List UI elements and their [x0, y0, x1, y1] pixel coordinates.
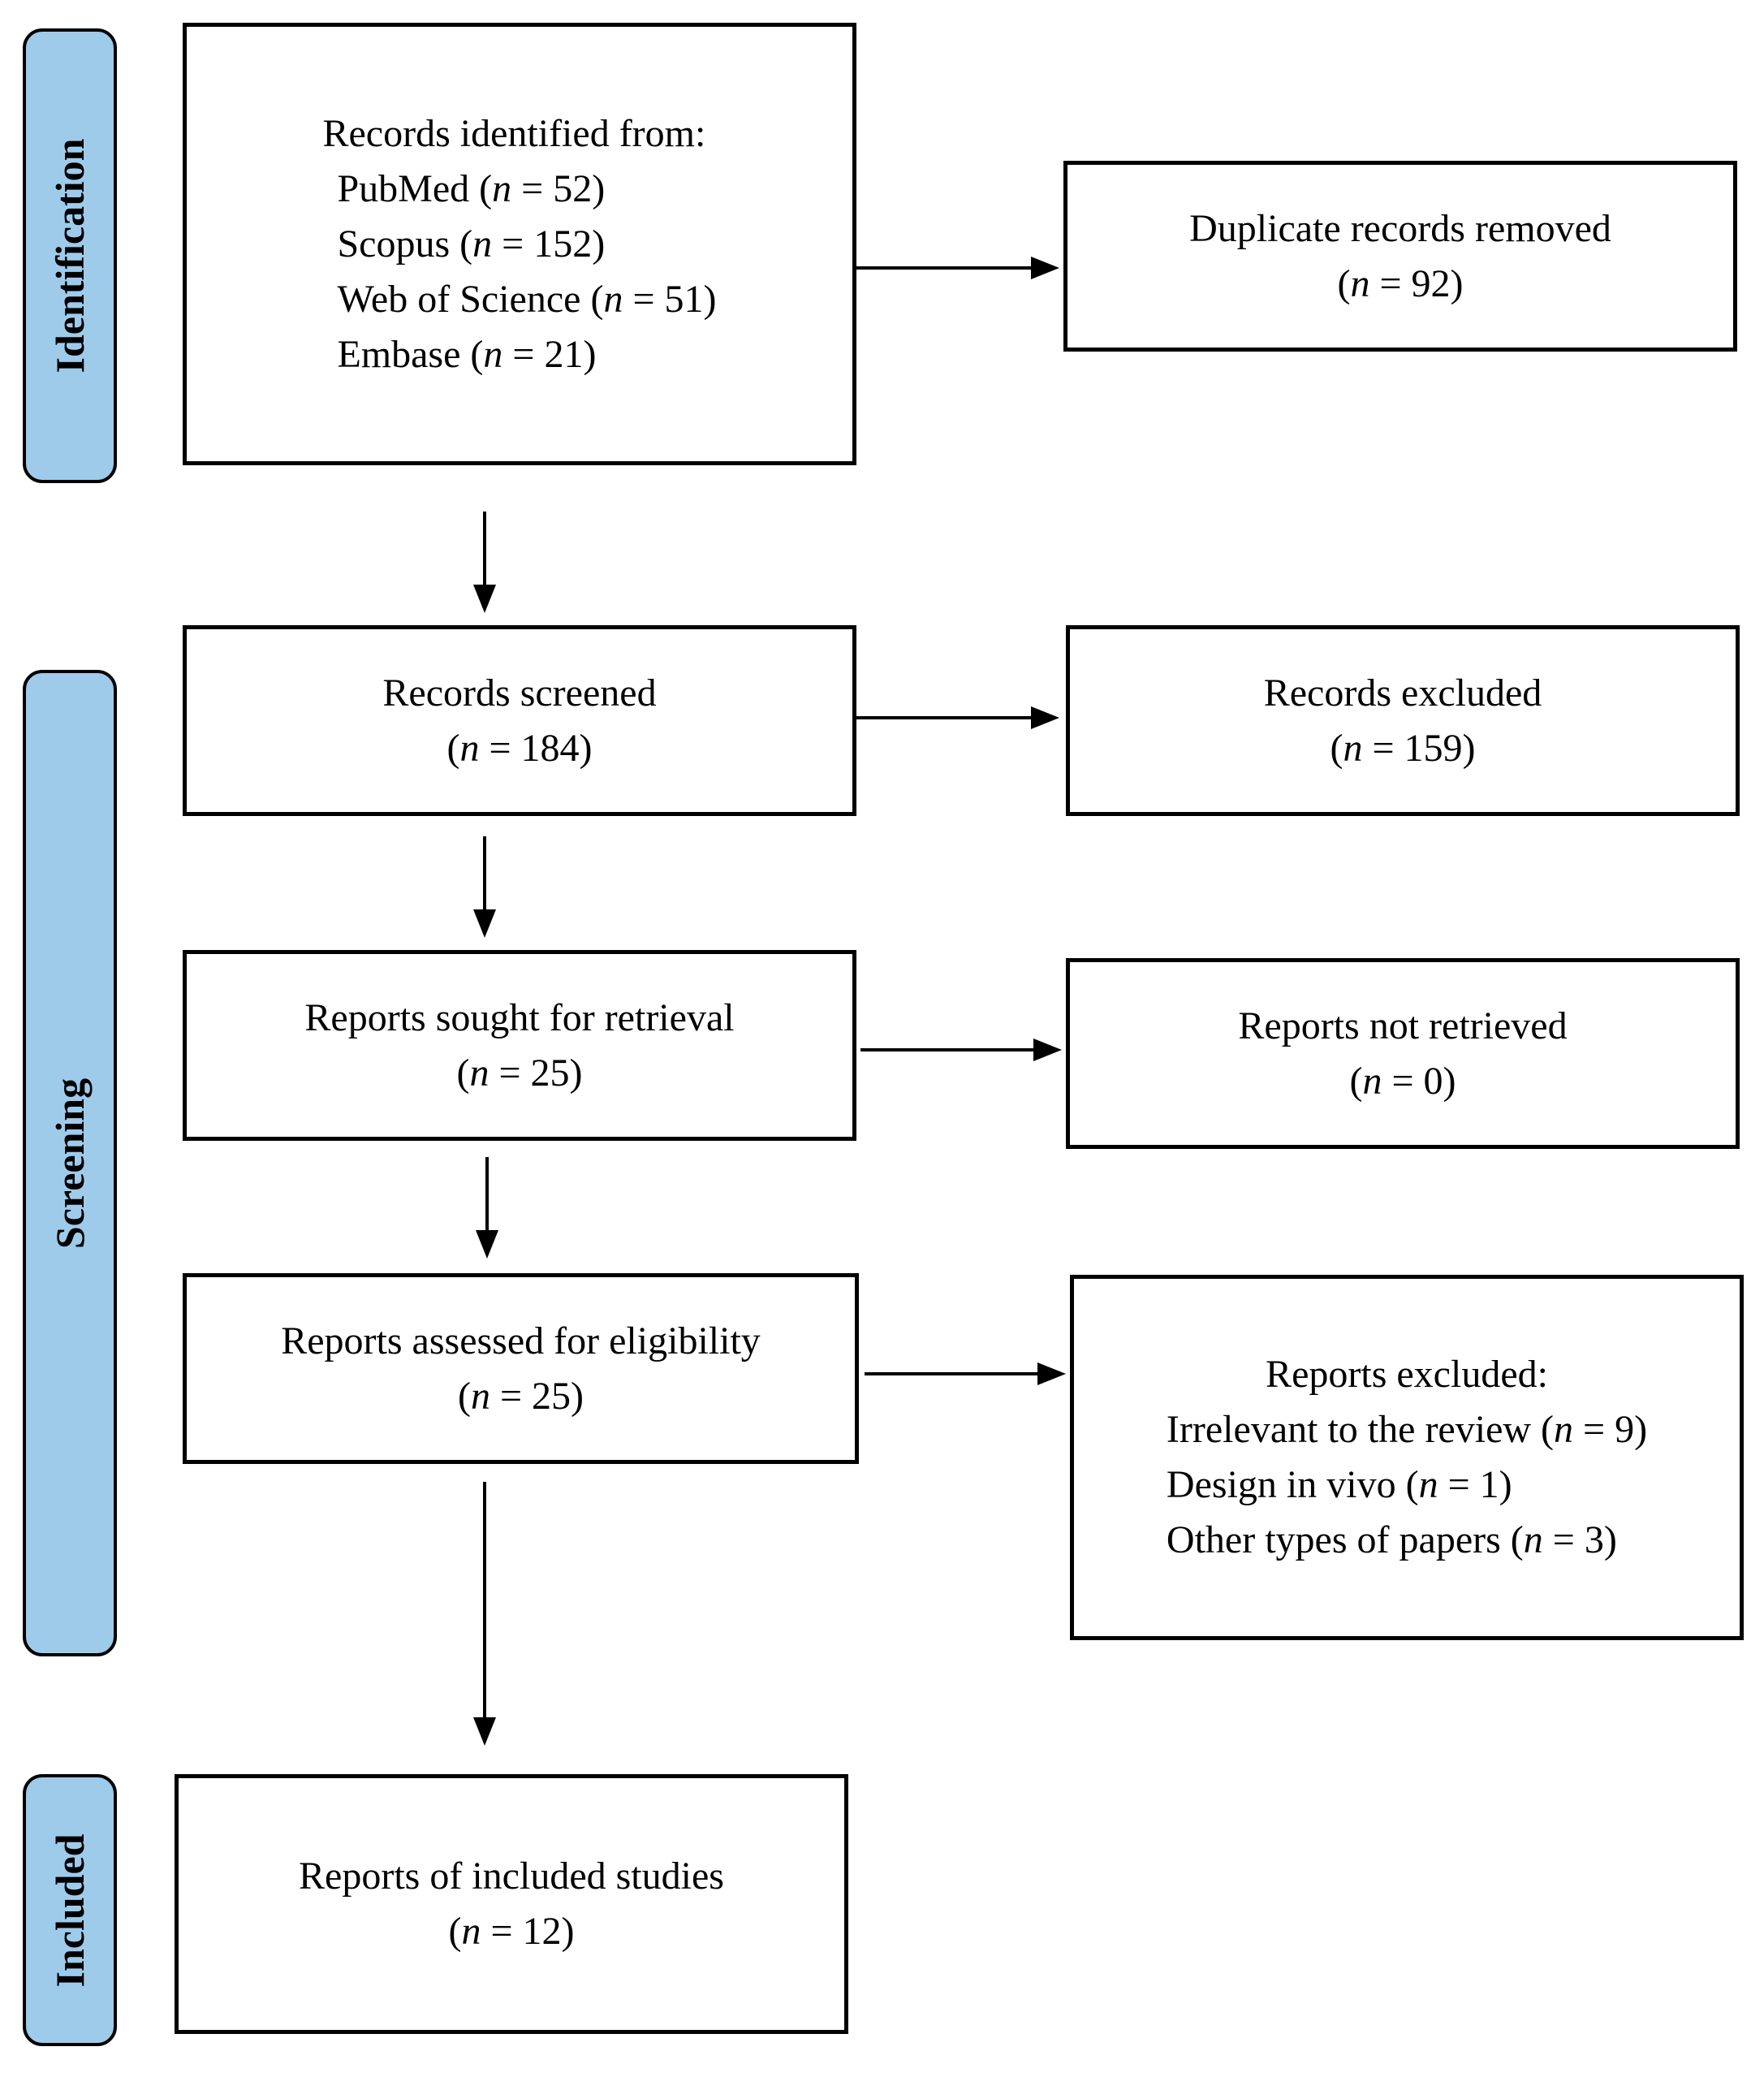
records-identified-box: Records identified from: PubMed (n = 52)… — [183, 23, 856, 465]
reports-not-retrieved-count: (n = 0) — [1349, 1059, 1456, 1103]
arrowhead-not-retrieved — [1033, 1038, 1062, 1061]
reports-not-retrieved-label: Reports not retrieved — [1238, 1004, 1568, 1047]
included-studies-label: Reports of included studies — [299, 1855, 724, 1898]
reports-assessed-box: Reports assessed for eligibility (n = 25… — [183, 1273, 859, 1464]
reports-excluded-heading: Reports excluded: — [1266, 1353, 1548, 1396]
included-studies-count: (n = 12) — [448, 1910, 575, 1953]
records-identified-heading: Records identified from: — [322, 111, 706, 155]
source-embase: Embase (n = 21) — [337, 332, 597, 376]
reason-design-in-vivo: Design in vivo (n = 1) — [1166, 1463, 1512, 1506]
duplicates-removed-label: Duplicate records removed — [1189, 206, 1611, 250]
arrowhead-sought — [473, 909, 496, 938]
reason-other-papers: Other types of papers (n = 3) — [1166, 1518, 1617, 1561]
records-screened-box: Records screened (n = 184) — [183, 625, 856, 816]
phase-included: Included — [23, 1774, 117, 2046]
arrowhead-screened — [473, 585, 496, 613]
records-excluded-box: Records excluded (n = 159) — [1066, 625, 1740, 816]
reports-sought-label: Reports sought for retrieval — [304, 995, 735, 1039]
source-scopus: Scopus (n = 152) — [337, 222, 606, 266]
records-excluded-label: Records excluded — [1263, 671, 1542, 715]
arrowhead-excluded — [1031, 706, 1059, 729]
included-studies-box: Reports of included studies (n = 12) — [175, 1774, 848, 2034]
arrowhead-reports-excluded — [1037, 1362, 1066, 1385]
arrowhead-assessed — [476, 1230, 498, 1259]
phase-screening: Screening — [23, 670, 117, 1656]
source-web-of-science: Web of Science (n = 51) — [337, 277, 717, 321]
reports-sought-count: (n = 25) — [456, 1051, 583, 1095]
reports-not-retrieved-box: Reports not retrieved (n = 0) — [1066, 958, 1740, 1149]
duplicates-removed-count: (n = 92) — [1337, 261, 1464, 305]
phase-identification: Identification — [23, 28, 117, 483]
reports-assessed-count: (n = 25) — [457, 1374, 584, 1418]
reports-assessed-label: Reports assessed for eligibility — [281, 1319, 761, 1362]
duplicates-removed-box: Duplicate records removed (n = 92) — [1063, 161, 1737, 352]
records-screened-label: Records screened — [382, 671, 657, 715]
reports-sought-box: Reports sought for retrieval (n = 25) — [183, 950, 856, 1141]
arrowhead-included — [473, 1717, 496, 1746]
reports-excluded-box: Reports excluded: Irrelevant to the revi… — [1070, 1275, 1744, 1640]
arrowhead-duplicates — [1031, 257, 1059, 279]
reason-irrelevant: Irrelevant to the review (n = 9) — [1166, 1408, 1648, 1451]
source-pubmed: PubMed (n = 52) — [337, 166, 606, 210]
records-excluded-count: (n = 159) — [1330, 726, 1476, 770]
records-screened-count: (n = 184) — [446, 726, 593, 770]
